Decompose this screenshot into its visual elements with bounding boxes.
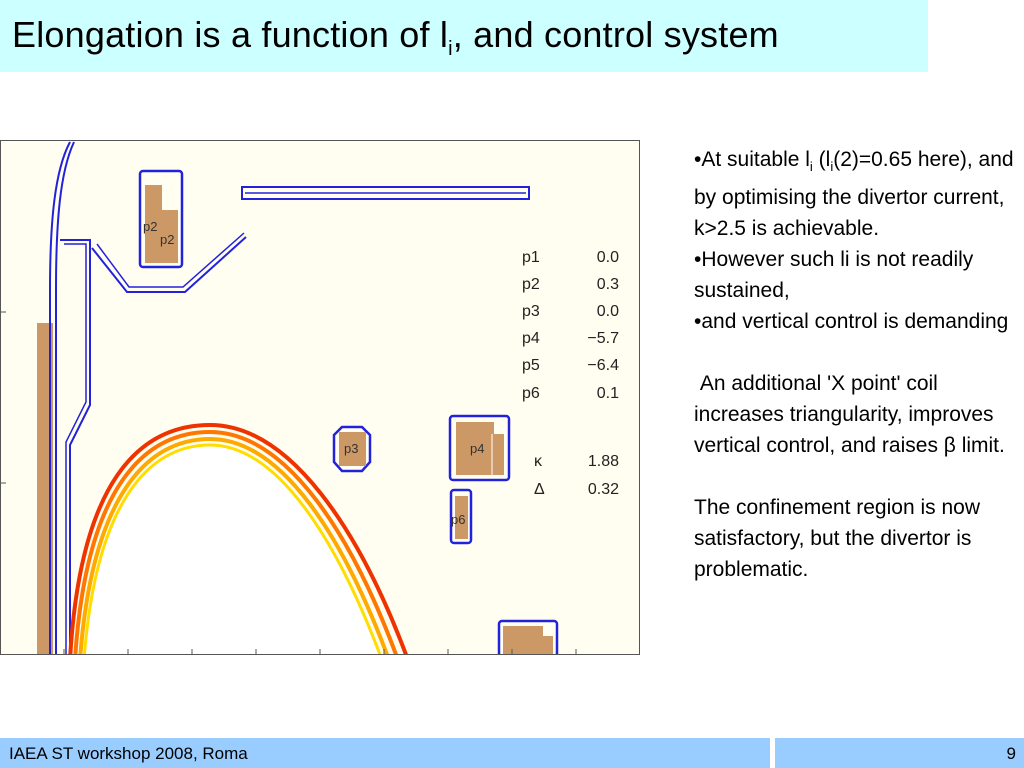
param-name-p1: p1 — [522, 249, 540, 266]
axis-ticks — [0, 311, 577, 655]
paragraph-x-point: An additional 'X point' coil increases t… — [694, 372, 1005, 458]
coil-p6-box — [449, 488, 473, 545]
bullet-3: •and vertical control is demanding — [694, 310, 1009, 334]
spacer-1 — [694, 337, 1016, 368]
footer-text: IAEA ST workshop 2008, Roma — [9, 744, 248, 763]
footer-right-bar: 9 — [775, 738, 1024, 768]
divertor-baffle-inner — [96, 232, 245, 288]
title-subscript: i — [448, 38, 453, 61]
coil-p4-box — [448, 414, 511, 482]
parameter-table: p1 0.0 p2 0.3 p3 0.0 p4 −5.7 p5 −6.4 p6 … — [522, 249, 619, 498]
bullet-1: •At suitable li (li(2)=0.65 here), and b… — [694, 144, 1016, 244]
slide-title: Elongation is a function of li, and cont… — [12, 14, 779, 61]
param-name-p3: p3 — [522, 303, 540, 320]
bullet-1-b: (l — [812, 148, 831, 171]
title-main: Elongation is a function of l — [12, 14, 449, 55]
vessel-wall-inner — [55, 141, 75, 654]
coil-p5-box — [497, 619, 559, 654]
param-name-p6: p6 — [522, 385, 540, 402]
footer-left-bar: IAEA ST workshop 2008, Roma — [0, 738, 770, 768]
param-value-p6: 0.1 — [597, 385, 619, 402]
plasma-edge-mid — [73, 429, 398, 654]
divertor-plate — [241, 186, 530, 200]
plasma-edge-outer — [68, 422, 408, 654]
coil-p2-fill-b — [162, 210, 178, 263]
explanation-text: •At suitable li (li(2)=0.65 here), and b… — [694, 144, 1016, 585]
paragraph-confinement: The confinement region is now satisfacto… — [694, 496, 980, 582]
coil-label-p6: p6 — [451, 512, 465, 527]
vessel-wall-outer — [49, 141, 71, 654]
coil-p4-fill-b — [456, 434, 504, 475]
inner-limiter — [60, 239, 91, 654]
equilibrium-plot: p2 p2 p3 p4 p6 — [0, 140, 640, 655]
param-value-p4: −5.7 — [587, 330, 619, 347]
coil-p2-fill-a — [145, 185, 162, 263]
coil-p3-box — [332, 425, 372, 473]
title-rest: , and control system — [452, 14, 779, 55]
plasma-edge-inner — [78, 436, 389, 654]
page-number: 9 — [1006, 744, 1016, 763]
coil-label-p3: p3 — [344, 441, 358, 456]
bullet-1-a: •At suitable l — [694, 148, 810, 171]
bullet-1-c: (2)=0.65 here), and by optimising the di… — [694, 148, 1014, 241]
equilibrium-figure: p2 p2 p3 p4 p6 — [0, 140, 640, 655]
bullet-1-sub2: i — [830, 159, 834, 175]
coil-label-p4: p4 — [470, 441, 484, 456]
param-value-p3: 0.0 — [597, 303, 619, 320]
spacer-2 — [694, 461, 1016, 492]
inner-limiter-2 — [64, 243, 87, 654]
param-value-p5: −6.4 — [587, 357, 619, 374]
param-value-p1: 0.0 — [597, 249, 619, 266]
param-value-p2: 0.3 — [597, 276, 619, 293]
coil-label-p2b: p2 — [160, 232, 174, 247]
coil-p4-fill-a — [456, 422, 494, 434]
bullet-1-sub1: i — [809, 159, 813, 175]
bullet-2: •However such li is not readily sustaine… — [694, 248, 974, 303]
coil-p5-fill-a — [503, 626, 543, 636]
coil-p2-box — [138, 169, 184, 269]
divertor-baffle-outer — [91, 236, 247, 293]
title-bar: Elongation is a function of li, and cont… — [0, 0, 928, 72]
param-name-p4: p4 — [522, 330, 540, 347]
param-name-p2: p2 — [522, 276, 540, 293]
coil-label-p2a: p2 — [143, 219, 157, 234]
shape-value-delta: 0.32 — [588, 481, 619, 498]
coil-p6-fill — [455, 496, 468, 539]
shape-name-delta: Δ — [534, 481, 545, 498]
coil-p5-fill-b — [503, 636, 553, 654]
param-name-p5: p5 — [522, 357, 540, 374]
shape-name-kappa: κ — [534, 453, 543, 470]
shape-value-kappa: 1.88 — [588, 453, 619, 470]
plasma-core — [83, 443, 382, 654]
coil-p3-fill — [339, 432, 366, 466]
